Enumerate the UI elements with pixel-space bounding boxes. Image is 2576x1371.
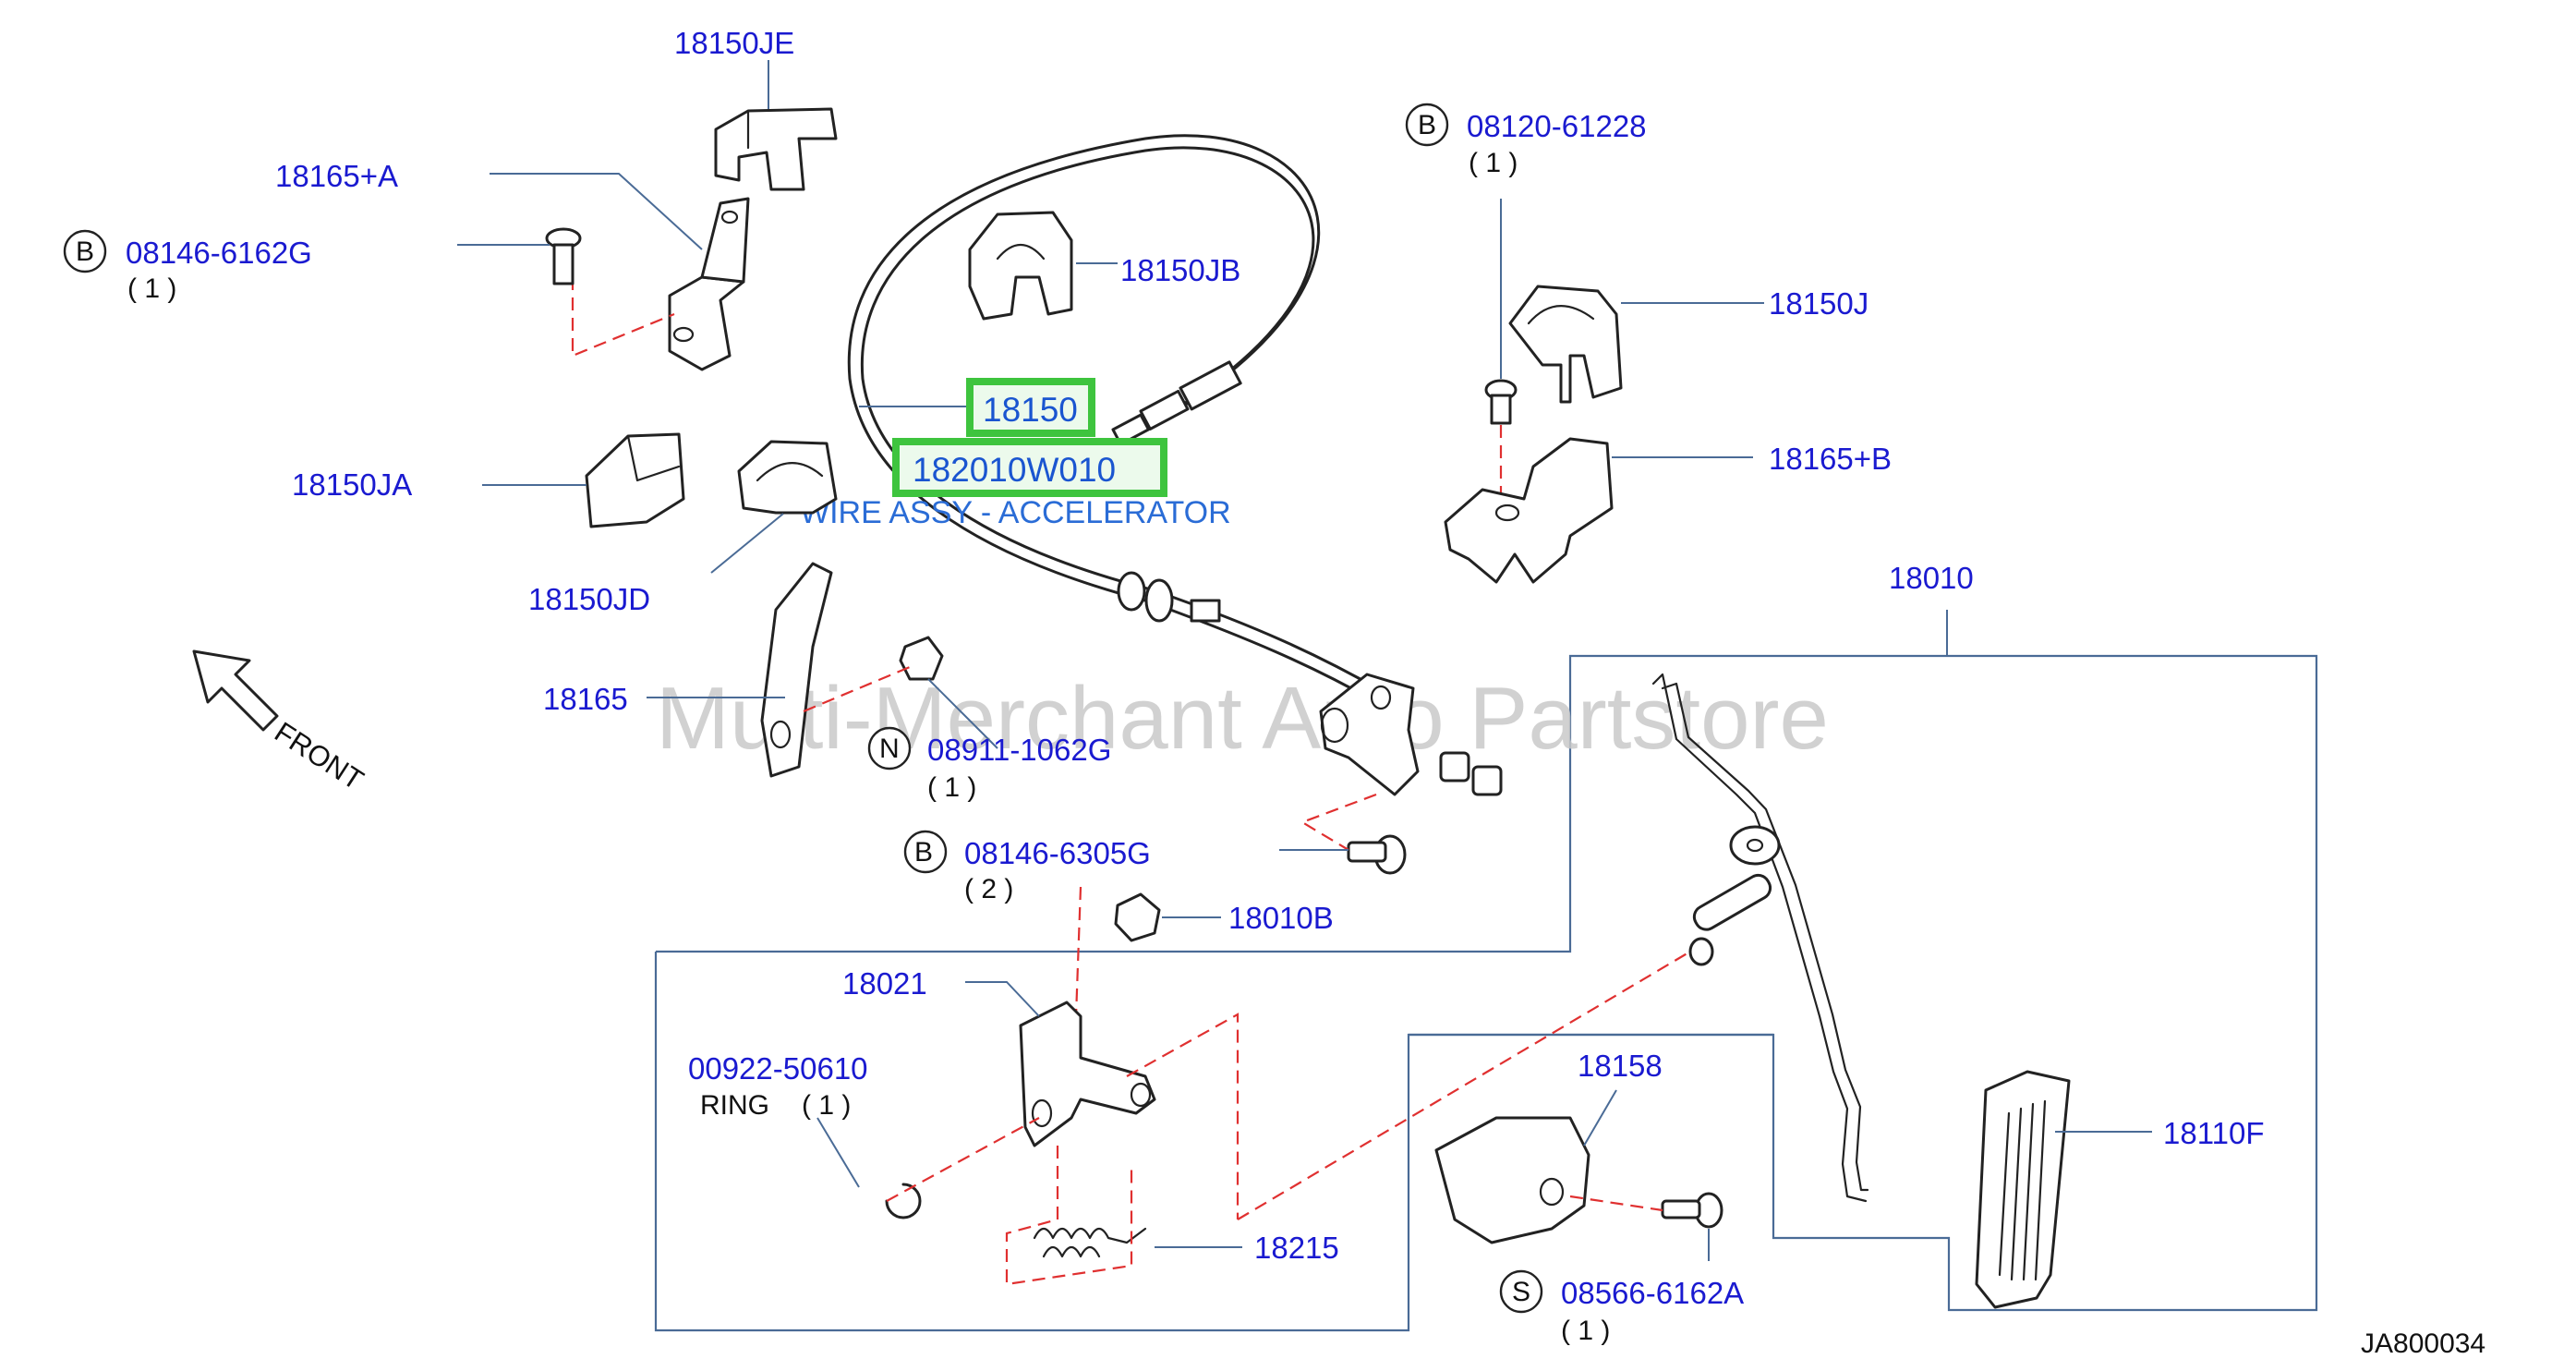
- label-00922-50610[interactable]: 00922-50610: [688, 1051, 868, 1086]
- label-18165b[interactable]: 18165+B: [1769, 442, 1892, 476]
- selected-part-number[interactable]: 18150: [983, 391, 1078, 429]
- label-18021[interactable]: 18021: [842, 966, 927, 1001]
- callout-s1-number[interactable]: 08566-6162A: [1561, 1276, 1744, 1310]
- label-18165[interactable]: 18165: [543, 682, 628, 716]
- front-arrow-icon: [192, 649, 279, 732]
- callout-s1-qty: ( 1 ): [1561, 1316, 1610, 1346]
- bolt-08146-6305g[interactable]: [1347, 834, 1407, 875]
- label-18010[interactable]: 18010: [1889, 561, 1974, 595]
- selected-part-description: WIRE ASSY - ACCELERATOR: [800, 495, 1231, 530]
- clip-18150jb[interactable]: [968, 211, 1073, 321]
- screw-08566-6162a[interactable]: [1661, 1192, 1723, 1229]
- callout-n1-qty: ( 1 ): [927, 772, 976, 803]
- label-18150jb[interactable]: 18150JB: [1120, 253, 1240, 287]
- callout-b1-qty: ( 1 ): [127, 273, 176, 304]
- callout-b3-number[interactable]: 08146-6305G: [964, 836, 1151, 870]
- front-label: FRONT: [269, 716, 369, 797]
- label-18010b[interactable]: 18010B: [1228, 901, 1334, 935]
- callout-b2-number[interactable]: 08120-61228: [1467, 109, 1647, 143]
- label-18150j[interactable]: 18150J: [1769, 286, 1869, 321]
- bracket-18165[interactable]: [760, 562, 833, 778]
- label-18215[interactable]: 18215: [1254, 1231, 1339, 1265]
- selected-part-code[interactable]: 182010W010: [913, 451, 1116, 489]
- callout-b1-number[interactable]: 08146-6162G: [126, 236, 312, 270]
- label-18150jd[interactable]: 18150JD: [528, 582, 650, 616]
- diagram-code: JA800034: [2361, 1329, 2485, 1359]
- label-18165a[interactable]: 18165+A: [275, 159, 398, 193]
- callout-b3-letter: B: [914, 837, 933, 867]
- spring-18215[interactable]: [1033, 1227, 1147, 1258]
- ring-label: RING: [700, 1090, 769, 1121]
- bracket-18165b[interactable]: [1444, 437, 1614, 584]
- callout-n1-number[interactable]: 08911-1062G: [927, 733, 1111, 767]
- clip-18150j[interactable]: [1508, 285, 1623, 404]
- snap-ring-00922-50610[interactable]: [885, 1183, 922, 1219]
- ring-qty: ( 1 ): [802, 1090, 851, 1121]
- callout-b2-letter: B: [1418, 110, 1436, 140]
- accelerator-cable[interactable]: [847, 134, 1383, 704]
- label-18158[interactable]: 18158: [1578, 1049, 1663, 1083]
- bracket-18165a[interactable]: [668, 197, 750, 371]
- assembly-18010-outline: [654, 610, 2318, 1332]
- label-18150ja[interactable]: 18150JA: [292, 467, 412, 502]
- clip-18150jd[interactable]: [737, 440, 838, 515]
- bolt-08120-61228[interactable]: [1484, 379, 1518, 425]
- bolt-08146-6162g[interactable]: [545, 227, 582, 285]
- clip-18150ja[interactable]: [585, 432, 685, 528]
- clip-18150je[interactable]: [714, 107, 838, 191]
- callout-n1-letter: N: [879, 734, 900, 764]
- callout-b1-letter: B: [76, 237, 94, 267]
- callout-s1-letter: S: [1512, 1277, 1530, 1307]
- stopper-18158[interactable]: [1434, 1116, 1590, 1244]
- callout-b2-qty: ( 1 ): [1469, 148, 1518, 178]
- cable-mount-bracket[interactable]: [1319, 673, 1503, 796]
- pedal-pad-18110f[interactable]: [1975, 1070, 2071, 1309]
- label-18150je[interactable]: 18150JE: [674, 26, 794, 60]
- nut-18010b[interactable]: [1114, 892, 1161, 942]
- pedal-arm[interactable]: [1651, 673, 1869, 1203]
- nut-08911-1062g[interactable]: [899, 636, 944, 681]
- label-18110f[interactable]: 18110F: [2163, 1116, 2264, 1150]
- callout-b3-qty: ( 2 ): [964, 874, 1013, 904]
- watermark: Multi-Merchant Auto Partstore: [656, 669, 1829, 768]
- bracket-18021[interactable]: [1019, 1001, 1156, 1147]
